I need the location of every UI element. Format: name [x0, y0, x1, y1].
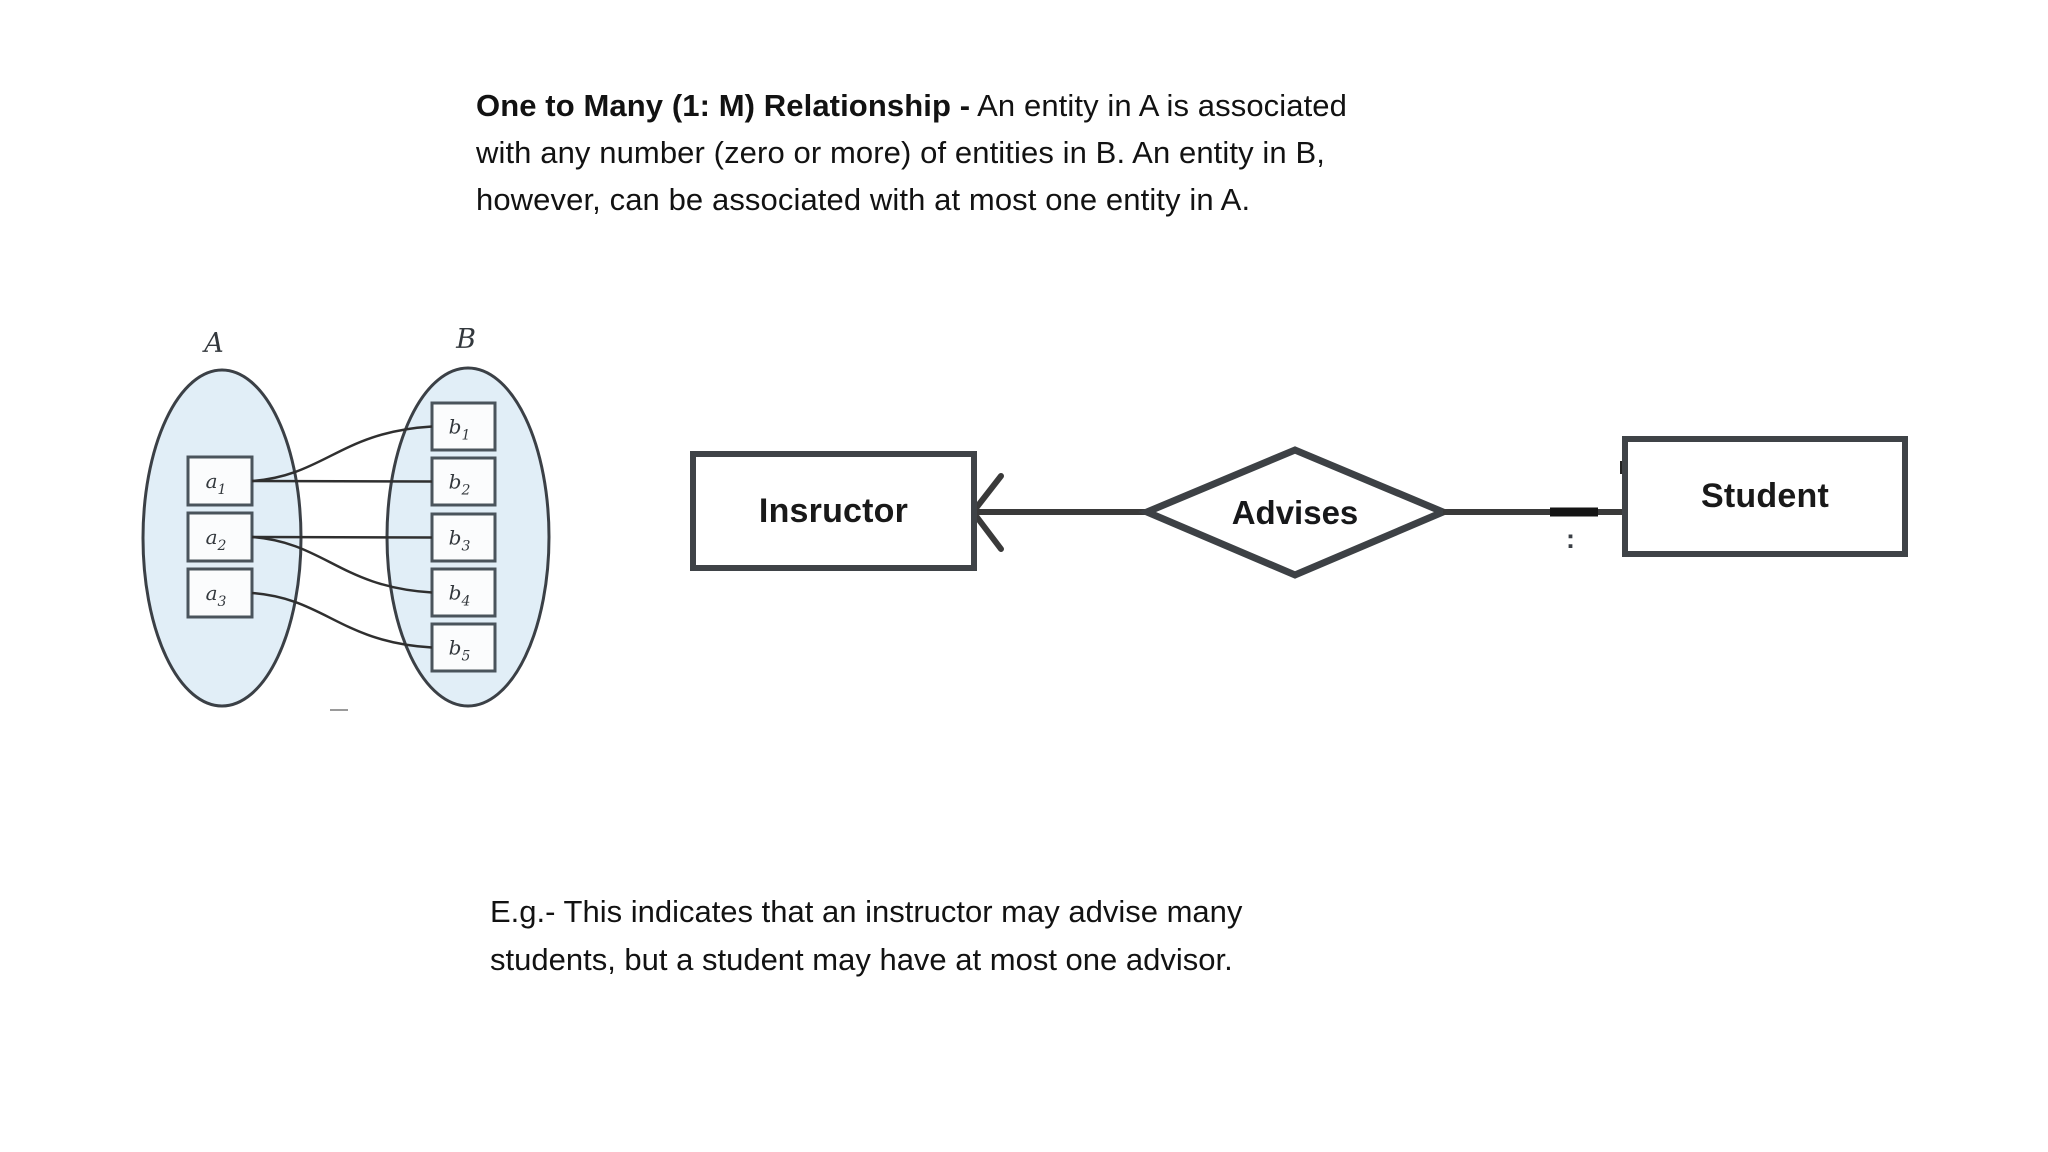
entity-instructor: Insructor [690, 451, 977, 571]
entity-student-label: Student [1701, 477, 1829, 515]
entity-instructor-label: Insructor [758, 491, 909, 530]
relationship-label: Advises [1232, 494, 1359, 531]
connection-a2-b4 [251, 535, 433, 594]
definition-line1: An entity in A is associated [970, 88, 1347, 123]
definition-title: One to Many (1: M) Relationship - [476, 88, 971, 123]
item-box-b4 [430, 567, 497, 618]
definition-line2: with any number (zero or more) of entiti… [476, 135, 1325, 170]
example-paragraph: E.g.- This indicates that an instructor … [490, 888, 1242, 984]
connection-a2-b3 [251, 535, 433, 539]
connection-a3-b5 [251, 591, 433, 649]
connection-a1-b2 [251, 479, 433, 483]
arrowhead-to-instructor [970, 473, 1004, 552]
entity-student: Student [1622, 436, 1908, 557]
er-connectors: Advises : [970, 446, 1630, 579]
set-label-b: B [455, 324, 476, 355]
example-line2: students, but a student may have at most… [490, 942, 1233, 977]
definition-line3: however, can be associated with at most … [476, 182, 1251, 217]
example-line1: E.g.- This indicates that an instructor … [490, 894, 1243, 929]
item-box-a2 [186, 511, 254, 563]
colon-mark: : [1566, 524, 1575, 554]
item-box-a3 [186, 567, 254, 619]
item-box-b2 [430, 456, 497, 507]
definition-paragraph: One to Many (1: M) Relationship - An ent… [476, 82, 1347, 223]
connection-a1-b1 [251, 425, 433, 483]
set-label-a: A [201, 328, 224, 359]
